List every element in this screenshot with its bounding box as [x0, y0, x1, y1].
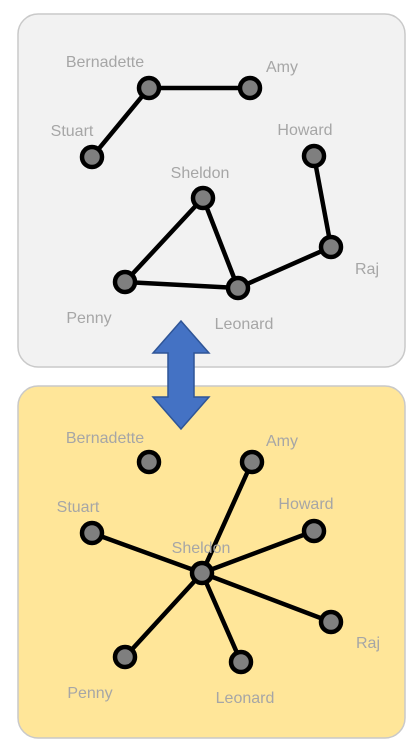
- bottom-edge-sheldon-penny: [122, 570, 205, 660]
- top-edge-sheldon-penny: [122, 195, 206, 285]
- bottom-label-sheldon: Sheldon: [172, 540, 231, 557]
- top-node-sheldon: [190, 185, 216, 211]
- bottom-label-stuart: Stuart: [57, 499, 100, 516]
- bottom-node-raj: [318, 609, 344, 635]
- bottom-label-raj: Raj: [356, 635, 380, 652]
- bottom-label-bernadette: Bernadette: [66, 430, 144, 447]
- bottom-node-stuart: [79, 520, 105, 546]
- bottom-edge-sheldon-howard: [199, 528, 317, 576]
- top-node-leonard: [225, 275, 251, 301]
- bottom-edge-sheldon-stuart: [89, 530, 205, 576]
- top-node-raj: [318, 234, 344, 260]
- top-node-howard: [301, 143, 327, 169]
- top-node-amy: [237, 75, 263, 101]
- bottom-label-amy: Amy: [266, 433, 298, 450]
- bottom-network-nodes: [79, 449, 344, 675]
- top-label-penny: Penny: [66, 310, 111, 327]
- top-edge-sheldon-leonard: [200, 195, 241, 291]
- bottom-label-howard: Howard: [278, 496, 333, 513]
- top-edge-raj-howard: [311, 153, 334, 250]
- top-label-sheldon: Sheldon: [171, 165, 230, 182]
- top-label-howard: Howard: [277, 122, 332, 139]
- top-label-leonard: Leonard: [215, 316, 274, 333]
- bottom-node-bernadette: [136, 449, 162, 475]
- top-edge-bernadette-stuart: [89, 85, 152, 160]
- top-node-bernadette: [136, 75, 162, 101]
- top-edge-penny-leonard: [122, 279, 241, 291]
- bottom-edge-sheldon-amy: [199, 459, 255, 576]
- bottom-node-amy: [239, 449, 265, 475]
- bottom-network-panel: [17, 385, 406, 739]
- bottom-label-leonard: Leonard: [216, 690, 275, 707]
- bottom-node-howard: [301, 518, 327, 544]
- top-network-nodes: [79, 75, 344, 301]
- top-label-stuart: Stuart: [51, 123, 94, 140]
- bottom-edge-sheldon-leonard: [199, 570, 244, 665]
- bottom-network-edges: [89, 459, 334, 665]
- top-node-penny: [112, 269, 138, 295]
- top-node-stuart: [79, 144, 105, 170]
- top-label-bernadette: Bernadette: [66, 54, 144, 71]
- bottom-node-sheldon: [189, 560, 215, 586]
- bottom-label-penny: Penny: [67, 685, 112, 702]
- top-network-edges: [89, 85, 334, 291]
- bottom-edge-sheldon-raj: [199, 570, 334, 625]
- top-label-raj: Raj: [355, 261, 379, 278]
- top-label-amy: Amy: [266, 59, 298, 76]
- top-edge-leonard-raj: [235, 244, 334, 291]
- double-headed-arrow-icon: [151, 319, 211, 431]
- bottom-node-leonard: [228, 649, 254, 675]
- bottom-node-penny: [112, 644, 138, 670]
